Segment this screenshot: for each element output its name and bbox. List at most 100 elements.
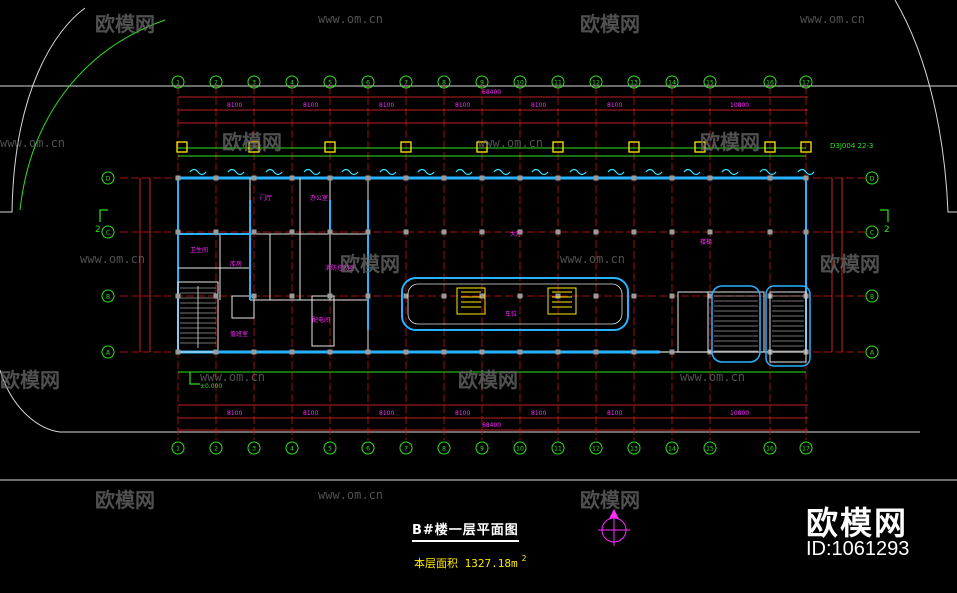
- room-label: 值班室: [230, 330, 248, 338]
- window: [265, 168, 283, 176]
- column: [593, 349, 599, 355]
- column: [593, 175, 599, 181]
- column: [327, 349, 333, 355]
- axis-label: 3: [252, 80, 256, 87]
- column: [707, 229, 713, 235]
- site-green-edge: [19, 19, 166, 211]
- window: [493, 168, 511, 176]
- column-pad: [324, 141, 336, 153]
- axis-bubble: [101, 289, 115, 303]
- north-arrow-icon: [598, 508, 630, 546]
- window: [303, 168, 321, 176]
- axis-bubble: [763, 441, 777, 455]
- watermark-url: www.om.cn: [680, 370, 746, 384]
- axis-label: 15: [706, 446, 714, 453]
- axis-bubble: [665, 75, 679, 89]
- dimension-text: 8100: [455, 410, 470, 417]
- stair-left-steps: [180, 287, 216, 344]
- column: [669, 229, 675, 235]
- column: [517, 175, 523, 181]
- axis-bubble: [799, 441, 813, 455]
- watermark-url: www.om.cn: [478, 136, 544, 150]
- axis-label: 9: [480, 80, 484, 87]
- window: [645, 168, 663, 176]
- elevation-label: ±0.000: [200, 383, 222, 390]
- column: [213, 175, 219, 181]
- watermark-brand: 欧模网: [820, 252, 880, 276]
- dimension-text: 8100: [303, 410, 318, 417]
- room-label: 楼梯: [700, 238, 712, 246]
- dimension-text: 10800: [730, 410, 749, 417]
- axis-bubble: [437, 75, 451, 89]
- axis-bubble: [589, 75, 603, 89]
- room-label: 卫生间: [190, 246, 208, 254]
- section-marker: [99, 209, 889, 385]
- column: [631, 175, 637, 181]
- badge-brand: 欧模网: [806, 504, 909, 542]
- axis-bubble: [209, 75, 223, 89]
- column-pad: [476, 141, 488, 153]
- annotations: 大厅楼梯车位卫生间门厅办公室库房消防控制室配电间值班室8100810081008…: [190, 102, 749, 417]
- column: [479, 175, 485, 181]
- axis-label: 4: [290, 446, 294, 453]
- window: [455, 168, 473, 176]
- right-rooms: [677, 285, 811, 367]
- section-label-right: 2: [884, 225, 890, 235]
- watermark-url: www.om.cn: [80, 252, 146, 266]
- column-pad: [248, 141, 260, 153]
- axis-bubble: [361, 441, 375, 455]
- column: [631, 293, 637, 299]
- axis-label: 7: [404, 446, 408, 453]
- column: [175, 175, 181, 181]
- axis-label: 9: [480, 446, 484, 453]
- axis-label: 2: [214, 446, 218, 453]
- window: [607, 168, 625, 176]
- watermark-brand: 欧模网: [700, 130, 760, 154]
- axis-bubble: [101, 171, 115, 185]
- window: [683, 168, 701, 176]
- dimension-text: 8100: [379, 410, 394, 417]
- axis-label: 8: [442, 80, 446, 87]
- axis-label: 11: [554, 80, 562, 87]
- axis-label: 6: [366, 80, 370, 87]
- axis-label: 2: [214, 80, 218, 87]
- column: [365, 229, 371, 235]
- column: [441, 349, 447, 355]
- axis-label: 14: [668, 80, 676, 87]
- stair-right-steps: [714, 295, 804, 352]
- column: [289, 349, 295, 355]
- stair-left: [177, 281, 219, 353]
- column: [517, 229, 523, 235]
- room-label: 办公室: [310, 194, 328, 202]
- column: [175, 349, 181, 355]
- axis-bubble: [665, 441, 679, 455]
- axis-bubbles: 1122334455667788991010111112121313141415…: [101, 75, 879, 455]
- axis-label: C: [106, 230, 110, 237]
- window: [417, 168, 435, 176]
- column: [289, 229, 295, 235]
- window: [531, 168, 549, 176]
- column: [767, 229, 773, 235]
- watermark-url: www.om.cn: [318, 12, 384, 26]
- axis-bubble: [437, 441, 451, 455]
- axis-bubble: [865, 289, 879, 303]
- column-pad: [628, 141, 640, 153]
- axis-bubble: [323, 441, 337, 455]
- column: [175, 229, 181, 235]
- column-pad: [552, 141, 564, 153]
- axis-label: D: [106, 176, 111, 183]
- dimension-text: 8100: [455, 102, 470, 109]
- dimension-lines: [139, 96, 843, 431]
- dimension-total-bottom: 68400: [482, 422, 501, 429]
- column: [403, 175, 409, 181]
- column: [251, 229, 257, 235]
- window: [189, 168, 207, 176]
- column-pads: [176, 141, 812, 153]
- column: [517, 349, 523, 355]
- watermark-brand: 欧模网: [340, 252, 400, 276]
- axis-label: B: [106, 294, 110, 301]
- drawing-title: B#楼一层平面图: [412, 519, 519, 542]
- column-pad: [400, 141, 412, 153]
- axis-label: 13: [630, 80, 638, 87]
